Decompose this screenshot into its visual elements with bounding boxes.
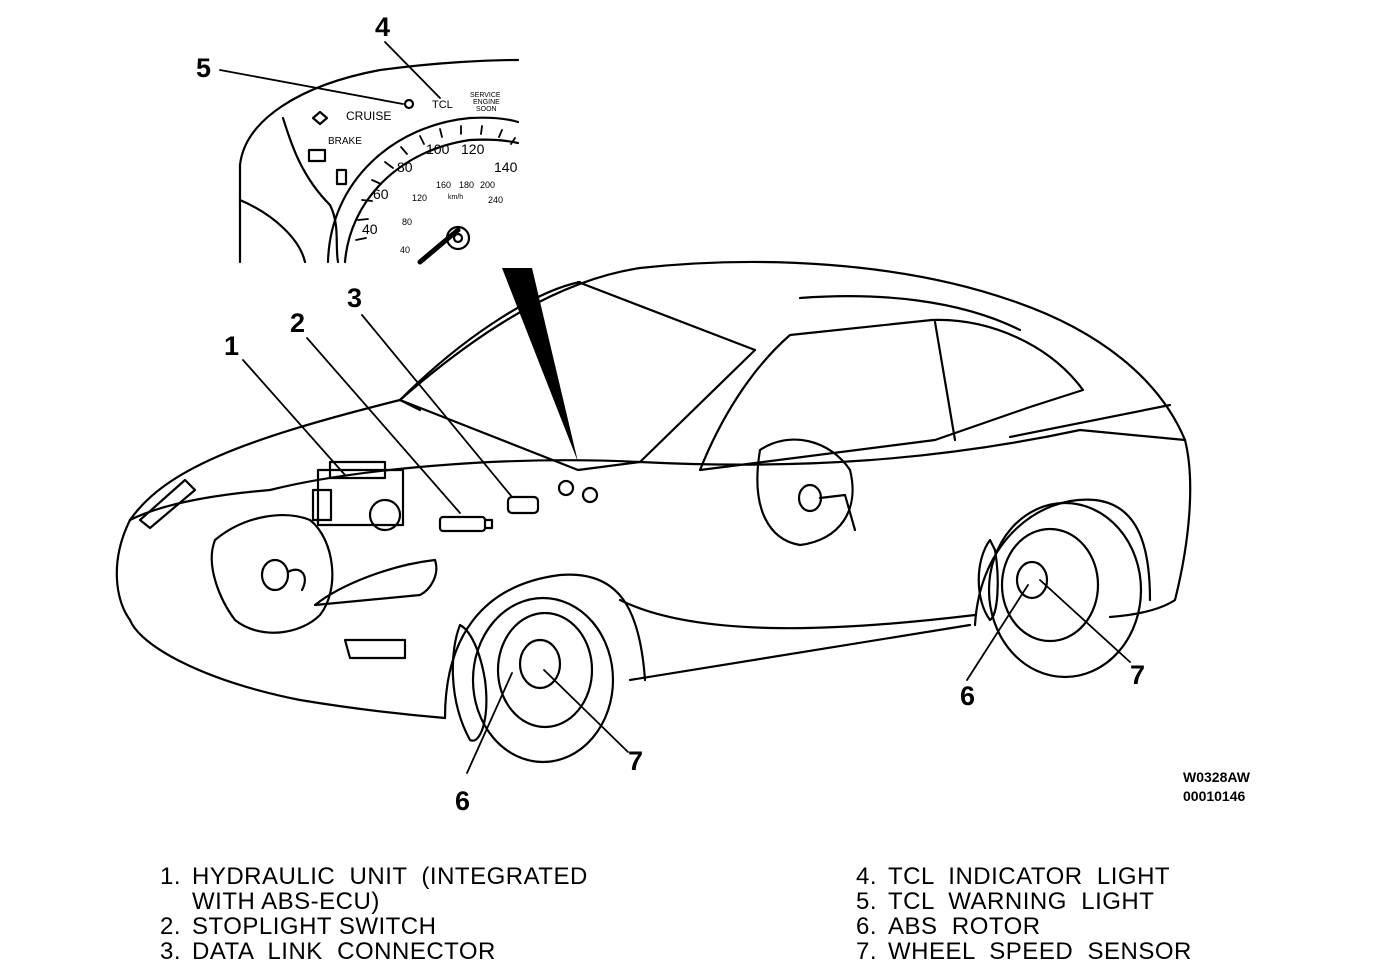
legend-number: 6. — [856, 913, 878, 940]
front-left-brake — [210, 514, 334, 634]
legend-number: 7. — [856, 938, 878, 965]
legend-text: HYDRAULIC UNIT (INTEGRATED — [192, 863, 588, 890]
callout-7-rear: 7 — [1130, 660, 1146, 690]
cluster-engine-label: ENGINE — [473, 99, 500, 106]
legend-item-4: 4. TCL INDICATOR LIGHT — [856, 864, 1192, 889]
speed-kmh-160: 160 — [436, 180, 452, 190]
legend-number: 1. — [160, 863, 182, 890]
callout-1: 1 — [224, 331, 240, 361]
figure-serial: 00010146 — [1183, 788, 1246, 804]
legend-left: 1. HYDRAULIC UNIT (INTEGRATED WITH ABS-EC… — [160, 864, 588, 964]
legend-text: TCL INDICATOR LIGHT — [888, 863, 1171, 890]
legend-text: STOPLIGHT SWITCH — [192, 913, 437, 940]
callout-7-front: 7 — [628, 746, 644, 776]
speed-mph-40: 40 — [362, 221, 378, 237]
instrument-cluster-inset — [238, 58, 520, 265]
speed-mph-100: 100 — [426, 141, 450, 157]
tcl-light-drawing-2 — [581, 486, 599, 504]
rear-left-brake — [756, 438, 857, 547]
legend-number: 5. — [856, 888, 878, 915]
car-body — [115, 260, 1192, 720]
front-wheel — [451, 596, 615, 764]
legend-item-1-cont: WITH ABS-ECU) — [160, 889, 588, 914]
stoplight-switch-drawing — [438, 515, 494, 533]
legend-text: WITH ABS-ECU) — [192, 888, 380, 915]
speed-kmh-120: 120 — [412, 193, 428, 203]
speed-kmh-80: 80 — [402, 217, 413, 227]
callout-6-front: 6 — [455, 786, 471, 816]
callout-3: 3 — [347, 283, 363, 313]
figure-code: W0328AW — [1183, 769, 1250, 785]
callout-5: 5 — [196, 53, 212, 83]
tcl-light-drawing — [557, 479, 575, 497]
speed-mph-120: 120 — [461, 141, 485, 157]
cluster-soon-label: SOON — [476, 106, 497, 113]
data-link-connector-drawing — [506, 495, 540, 515]
cluster-tcl-label: TCL — [432, 99, 453, 111]
legend-text: WHEEL SPEED SENSOR — [888, 938, 1192, 965]
legend-text: TCL WARNING LIGHT — [888, 888, 1155, 915]
cluster-service-label: SERVICE — [470, 92, 501, 99]
legend-number: 2. — [160, 913, 182, 940]
callout-2: 2 — [290, 308, 306, 338]
legend-right: 4. TCL INDICATOR LIGHT 5. TCL WARNING LIGH… — [856, 864, 1192, 964]
speed-kmh-180: 180 — [459, 180, 475, 190]
hydraulic-unit-drawing — [311, 460, 405, 532]
legend-text: DATA LINK CONNECTOR — [192, 938, 496, 965]
leader-lines — [219, 41, 1131, 774]
legend-item-6: 6. ABS ROTOR — [856, 914, 1192, 939]
legend-item-3: 3. DATA LINK CONNECTOR — [160, 939, 588, 964]
legend-item-7: 7. WHEEL SPEED SENSOR — [856, 939, 1192, 964]
speed-kmh-40: 40 — [400, 245, 411, 255]
pointer-wedge — [502, 268, 578, 462]
speed-kmh-200: 200 — [480, 180, 496, 190]
cluster-brake-label: BRAKE — [328, 136, 362, 147]
legend-item-2: 2. STOPLIGHT SWITCH — [160, 914, 588, 939]
speed-mph-60: 60 — [373, 186, 389, 202]
legend-number — [160, 889, 192, 914]
legend-text: ABS ROTOR — [888, 913, 1041, 940]
legend-number: 3. — [160, 938, 182, 965]
callout-4: 4 — [375, 12, 391, 42]
callout-6-rear: 6 — [960, 681, 976, 711]
legend-item-1: 1. HYDRAULIC UNIT (INTEGRATED — [160, 864, 588, 889]
speed-mph-140: 140 — [494, 159, 518, 175]
legend-item-5: 5. TCL WARNING LIGHT — [856, 889, 1192, 914]
speed-kmh-unit: km/h — [448, 194, 464, 201]
cluster-cruise-label: CRUISE — [346, 109, 392, 123]
speed-kmh-240: 240 — [488, 195, 504, 205]
speed-mph-80: 80 — [397, 159, 413, 175]
legend-number: 4. — [856, 863, 878, 890]
rear-wheel — [977, 501, 1143, 679]
